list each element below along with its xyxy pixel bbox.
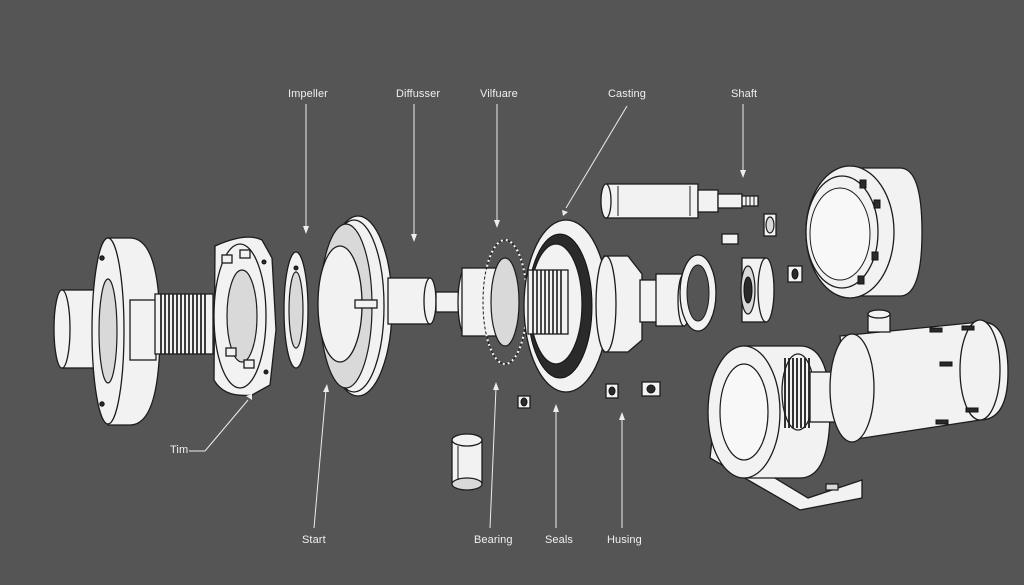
leader-bearing — [489, 382, 499, 529]
label-shaft: Shaft — [731, 88, 758, 100]
leader-start — [313, 384, 329, 529]
leader-husing — [619, 412, 625, 528]
leader-tim — [189, 394, 252, 452]
leader-casting — [562, 105, 628, 216]
leader-seals — [553, 404, 559, 528]
leader-diffuser — [411, 104, 417, 242]
label-seals: Seals — [545, 534, 574, 546]
volute-housing-part — [707, 345, 863, 511]
sleeve-part — [451, 433, 483, 491]
label-husing: Husing — [607, 534, 642, 546]
small-pin-part — [721, 233, 739, 245]
o-ring-part — [679, 254, 717, 332]
left-flange-part — [53, 237, 161, 426]
casing-cover-part — [523, 219, 609, 393]
label-impeller: Impeller — [288, 88, 328, 100]
bearing-housing-part — [805, 165, 923, 299]
label-bearing: Bearing — [474, 534, 513, 546]
small-seal-part-b — [641, 381, 661, 397]
small-cup-part — [763, 213, 777, 237]
top-shaft-part — [600, 183, 759, 219]
leader-shaft — [740, 104, 746, 178]
label-casting: Casting — [608, 88, 646, 100]
diffuser-disc-part — [317, 215, 437, 397]
label-vilfuare: Vilfuare — [480, 88, 518, 100]
small-nut-part — [787, 265, 803, 283]
label-diffuser: Diffusser — [396, 88, 441, 100]
seal-housing-part — [595, 255, 691, 353]
small-washer-part — [517, 395, 531, 409]
label-start: Start — [302, 534, 326, 546]
threaded-shaft-part — [154, 293, 214, 355]
motor-body-part — [809, 309, 1009, 443]
impeller-hub-part — [213, 236, 277, 397]
leader-vilfuare — [494, 104, 500, 228]
label-tim: Tim — [170, 444, 189, 456]
leader-impeller — [303, 104, 309, 234]
bushing-part — [740, 257, 775, 323]
thin-plate-part — [283, 251, 309, 369]
small-seal-part-a — [605, 383, 619, 399]
